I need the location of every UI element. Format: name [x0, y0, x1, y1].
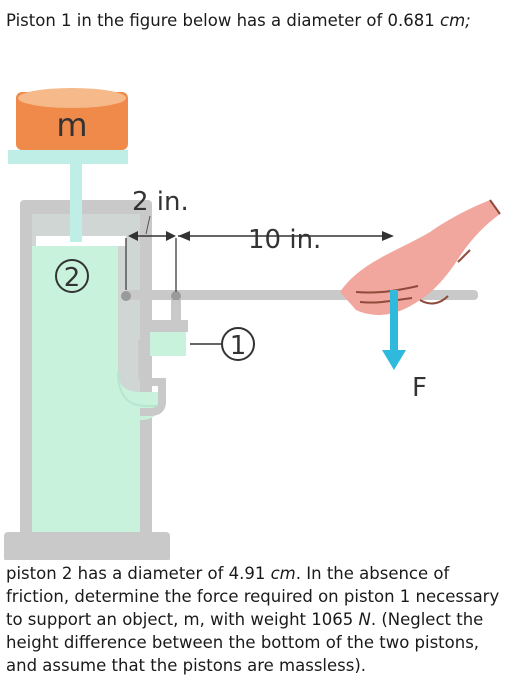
- small-cylinder: [138, 320, 188, 416]
- problem-intro: Piston 1 in the figure below has a diame…: [6, 8, 506, 33]
- hydraulic-liquid: [32, 246, 160, 532]
- intro-text: Piston 1 in the figure below has a diame…: [6, 11, 435, 30]
- piston-2-marker: [55, 259, 89, 293]
- piston-1-label: 1: [230, 331, 247, 361]
- intro-unit: cm;: [440, 11, 471, 30]
- piston-2-label: 2: [64, 263, 81, 293]
- long-arm-label: 10 in.: [248, 225, 321, 255]
- force-label: F: [412, 373, 427, 403]
- short-arm-label: 2 in.: [132, 187, 189, 217]
- mass-and-rod: [8, 88, 128, 242]
- problem-body: piston 2 has a diameter of 4.91 cm. In t…: [6, 562, 511, 677]
- question-unit2: N: [358, 610, 371, 629]
- piston-1-marker: [221, 327, 255, 361]
- question-part1: piston 2 has a diameter of 4.91: [6, 564, 271, 583]
- hand-illustration: [340, 199, 501, 315]
- dimension-lines: [128, 215, 394, 241]
- question-unit1: cm: [270, 564, 296, 583]
- hydraulic-lever-figure: m 2 1 2 in. 10 in. F: [0, 78, 516, 562]
- force-arrow: [382, 290, 406, 370]
- question-part3: . (Neglect the height difference between…: [6, 610, 484, 675]
- mass-label: m: [56, 106, 87, 144]
- question-part2: . In the absence of friction, determine …: [6, 564, 500, 629]
